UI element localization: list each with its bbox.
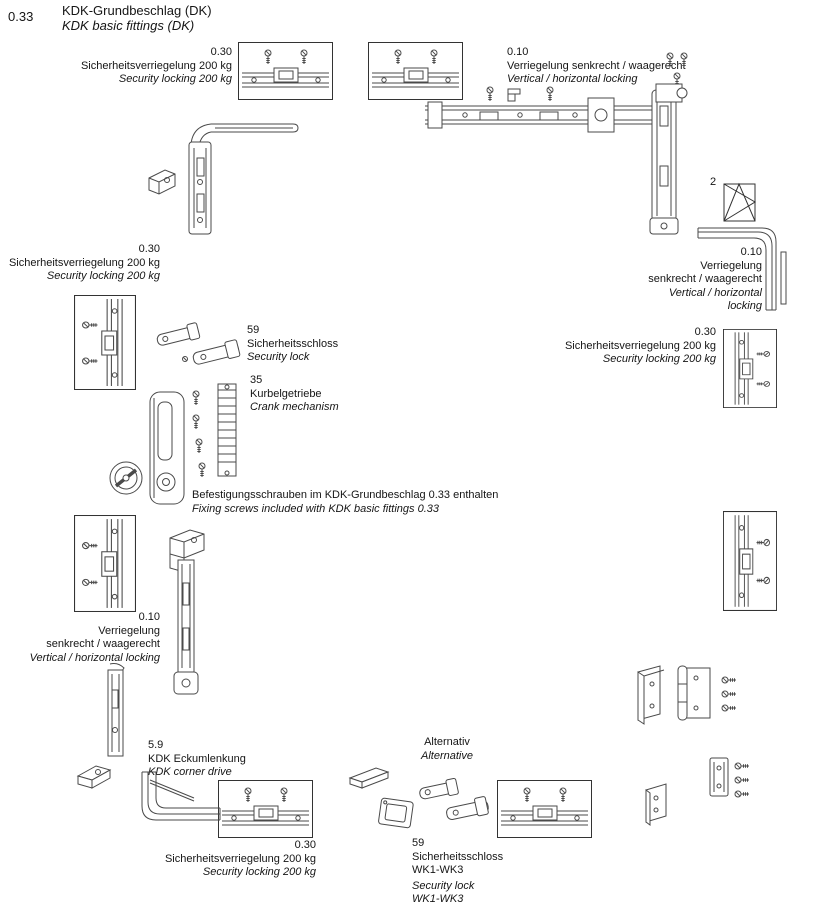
label-de: Verriegelung	[98, 624, 160, 637]
corner-drive-rail-drawing	[141, 771, 221, 821]
tilt-turn-window-icon	[723, 182, 756, 222]
part-number: 0.10	[138, 611, 160, 623]
part-number: 59	[412, 837, 425, 849]
label-security-lock: 59 Sicherheitsschloss Security lock	[247, 324, 387, 365]
label-vh-locking-right: 0.10 Verriegelung senkrecht / waagerecht…	[602, 246, 762, 314]
label-en: Vertical / horizontal	[668, 286, 762, 299]
part-number: 0.30	[694, 326, 716, 338]
label-vh-locking-top-right: 0.10 Verriegelung senkrecht / waagerecht…	[507, 46, 737, 87]
faceplate-strip-drawing	[107, 663, 125, 757]
label-de: Verriegelung senkrecht / waagerecht	[507, 59, 686, 72]
small-bracket-icon	[507, 88, 521, 102]
label-security-locking-top-left: 0.30 Sicherheitsverriegelung 200 kg Secu…	[32, 46, 232, 87]
corner-rail-drawing	[697, 227, 787, 311]
horizontal-locking-detail-box	[238, 42, 333, 100]
label-window-count: 2	[710, 176, 724, 190]
part-number: 0.30	[138, 243, 160, 255]
label-corner-drive: 5.9 KDK Eckumlenkung KDK corner drive	[148, 739, 288, 780]
horizontal-locking-detail-box	[218, 780, 313, 838]
label-crank-mechanism: 35 Kurbelgetriebe Crank mechanism	[250, 374, 390, 415]
note-en: Fixing screws included with KDK basic fi…	[192, 502, 439, 515]
page-title: KDK-Grundbeschlag (DK) KDK basic fitting…	[62, 3, 212, 33]
security-lock-parts-drawing	[156, 322, 241, 365]
part-number: 59	[247, 324, 260, 336]
label-en: Security locking 200 kg	[46, 270, 160, 282]
label-en: KDK corner drive	[148, 766, 232, 778]
label-en: Crank mechanism	[250, 401, 339, 413]
label-vh-locking-left: 0.10 Verriegelung senkrecht / waagerecht…	[0, 611, 160, 665]
vertical-locking-detail-box	[74, 515, 136, 612]
part-number: 0.10	[740, 246, 762, 258]
label-en: Security lock	[247, 351, 310, 363]
label-de: Sicherheitsverriegelung 200 kg	[8, 256, 160, 269]
label-en: Vertical / horizontal locking	[29, 651, 160, 664]
label-de: Sicherheitsschloss	[412, 850, 504, 863]
label-de: KDK Eckumlenkung	[148, 752, 246, 765]
alternative-lock-parts-drawing	[348, 767, 489, 829]
label-de: Alternativ	[424, 736, 470, 748]
part-number: 35	[250, 374, 263, 386]
faceplate-rail-drawing	[173, 559, 199, 695]
vertical-locking-detail-box	[723, 511, 777, 611]
label-en: Vertical / horizontal locking	[507, 73, 638, 85]
label-en: Security locking 200 kg	[118, 73, 232, 85]
label-security-locking-right: 0.30 Sicherheitsverriegelung 200 kg Secu…	[516, 326, 716, 367]
vertical-locking-detail-box	[74, 295, 136, 390]
label-en: WK1-WK3	[412, 893, 464, 905]
label-de: senkrecht / waagerecht	[46, 638, 160, 650]
hinge-parts-drawing	[637, 665, 750, 826]
label-de: Verriegelung	[700, 259, 762, 272]
page-title-de: KDK-Grundbeschlag (DK)	[62, 3, 212, 18]
part-number: 0.10	[507, 46, 529, 58]
label-fixing-screws-note: Befestigungsschrauben im KDK-Grundbeschl…	[192, 489, 532, 516]
label-security-locking-bottom: 0.30 Sicherheitsverriegelung 200 kg Secu…	[116, 839, 316, 880]
part-number: 2	[710, 176, 717, 188]
label-de: Kurbelgetriebe	[250, 387, 322, 400]
horizontal-locking-detail-box	[497, 780, 592, 838]
label-security-lock-wk: 59 Sicherheitsschloss WK1-WK3 Security l…	[412, 837, 552, 907]
label-en: Alternative	[421, 749, 473, 762]
note-de: Befestigungsschrauben im KDK-Grundbeschl…	[192, 489, 499, 501]
label-en: Security locking 200 kg	[602, 353, 716, 365]
label-de: Sicherheitsverriegelung 200 kg	[164, 852, 316, 865]
part-number: 0.30	[294, 839, 316, 851]
label-en: locking	[727, 300, 762, 312]
label-de: Sicherheitsverriegelung 200 kg	[80, 59, 232, 72]
crank-mechanism-drawing	[109, 383, 237, 505]
corner-rail-drawing	[148, 123, 299, 235]
part-number: 0.30	[210, 46, 232, 58]
espagnolette-assembly-drawing	[425, 52, 688, 235]
label-de: WK1-WK3	[412, 864, 464, 876]
part-number: 5.9	[148, 739, 164, 751]
page-title-en: KDK basic fittings (DK)	[62, 18, 195, 33]
label-security-locking-left: 0.30 Sicherheitsverriegelung 200 kg Secu…	[0, 243, 160, 284]
end-cap-part-drawing	[76, 765, 112, 789]
label-en: Security locking 200 kg	[202, 866, 316, 878]
label-de: senkrecht / waagerecht	[648, 273, 762, 285]
label-de: Sicherheitsschloss	[247, 337, 339, 350]
vertical-locking-detail-box	[723, 329, 777, 408]
page-number: 0.33	[8, 9, 34, 24]
label-en: Security lock	[412, 879, 475, 892]
label-alternative: Alternativ Alternative	[397, 736, 497, 763]
label-de: Sicherheitsverriegelung 200 kg	[564, 339, 716, 352]
